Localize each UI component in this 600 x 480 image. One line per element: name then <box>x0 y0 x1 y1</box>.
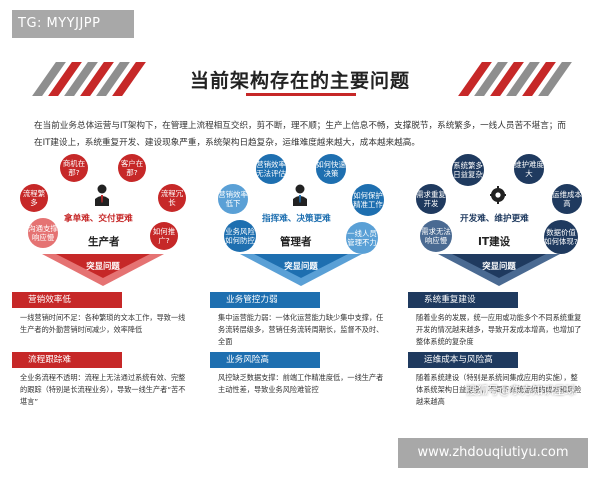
bubble: 流程冗长 <box>158 184 186 212</box>
pain-label: 指挥难、决策更难 <box>262 214 331 224</box>
issue-description: 集中运营能力弱：一体化运营能力缺少集中支撑，任务流转层级多，营销任务流转周期长，… <box>218 313 384 346</box>
issue-description: 风控缺乏数据支撑：前端工作精准度低，一线生产者主动性差，导致业务风险难管控 <box>218 373 384 394</box>
bubble: 数据价值如何体现? <box>544 220 578 254</box>
tag-label: TG: MYYJJPP <box>12 10 134 38</box>
bubble: 系统繁多日益复杂 <box>452 154 484 186</box>
role-label: 管理者 <box>280 236 312 248</box>
bubble: 业务风险如何防控 <box>224 220 256 252</box>
bubble: 一线人员管理不力 <box>346 222 378 254</box>
arrow-banner: 突显问题 <box>438 254 560 288</box>
issue-title-bar: 运维成本与风险高 <box>408 352 518 368</box>
bubble: 如何推广? <box>150 222 178 250</box>
issue-description: 全业务流程不透明：流程上无法通过系统有效、完整的跟踪（特别是长流程业务），导致一… <box>20 373 186 406</box>
url-label: www.zhdouqiutiyu.com <box>398 438 588 468</box>
arrow-label: 突显问题 <box>284 261 318 271</box>
bubble: 如何快速决策 <box>316 154 346 184</box>
intro-paragraph: 在当前业务总体运营与IT架构下，在管理上流程相互交织，剪不断，理不顺；生产上信息… <box>34 121 567 148</box>
role-label: 生产者 <box>88 236 120 248</box>
pain-label: 拿单难、交付更难 <box>64 214 133 224</box>
bubble: 如何保护精准工作 <box>352 184 384 216</box>
gear-icon <box>490 186 506 204</box>
arrow-label: 突显问题 <box>86 261 120 271</box>
issue-description: 一线营销时间不足：各种繁琐的文本工作，导致一线生产者的外勤营销时间减少，效率降低 <box>20 313 186 334</box>
issue-description: 随着业务的发展，统一应用或功能多个不同系统重复开发的情况越来越多，导致开发成本增… <box>416 313 582 346</box>
person-icon <box>293 184 307 206</box>
bubble: 营销效率低下 <box>218 184 248 214</box>
column-producer: 商机在那? 客户在那? 流程繁多 流程冗长 沟通支撑响应慢 如何推广? 拿单难、… <box>12 150 194 410</box>
issue-title-bar: 业务风险高 <box>210 352 320 368</box>
bubble: 流程繁多 <box>20 184 48 212</box>
role-label: IT建设 <box>478 236 511 248</box>
arrow-label: 突显问题 <box>482 261 516 271</box>
bubble: 营销效率无法评估 <box>256 154 286 184</box>
title-underline <box>246 93 356 96</box>
page-title: 当前架构存在的主要问题 <box>189 70 410 92</box>
bubble: 沟通支撑响应慢 <box>28 218 58 248</box>
issue-title-bar: 营销效率低 <box>12 292 122 308</box>
bubble: 需求重复开发 <box>416 184 446 214</box>
arrow-banner: 突显问题 <box>42 254 164 288</box>
issue-description: 随着系统建设（特别是系统间集成应用的实施），整体系统架构日益复杂，不同于系统运维… <box>416 373 582 406</box>
bubble: 客户在那? <box>118 154 146 182</box>
bubble: 运维成本高 <box>552 184 582 214</box>
column-manager: 营销效率无法评估 如何快速决策 营销效率低下 如何保护精准工作 业务风险如何防控… <box>210 150 392 410</box>
issue-title-bar: 系统重复建设 <box>408 292 518 308</box>
bubble: 维护难度大 <box>514 154 544 184</box>
column-it-construction: 系统繁多日益复杂 维护难度大 需求重复开发 运维成本高 需求无法响应慢 数据价值… <box>408 150 590 410</box>
bubble: 需求无法响应慢 <box>420 220 452 252</box>
issue-title-bar: 流程跟踪难 <box>12 352 122 368</box>
person-icon <box>95 184 109 206</box>
arrow-banner: 突显问题 <box>240 254 362 288</box>
bubble: 商机在那? <box>60 154 88 182</box>
issue-title-bar: 业务管控力弱 <box>210 292 320 308</box>
watermark-text: 搜狐号@东方知识星球 <box>466 384 576 397</box>
pain-label: 开发难、维护更难 <box>460 214 529 224</box>
